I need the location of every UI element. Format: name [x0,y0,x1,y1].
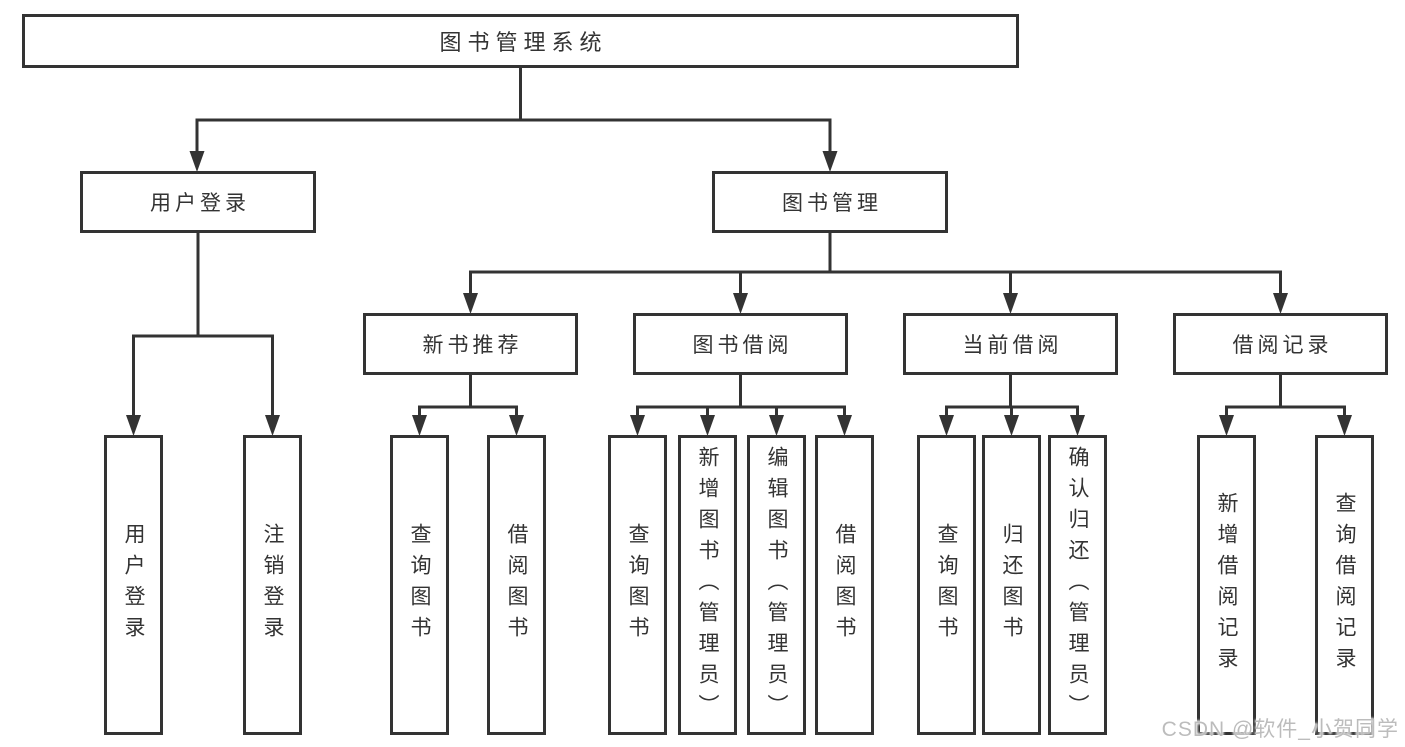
leaf-label: 借阅图书 [833,523,856,647]
leaf-recommend-query-books: 查询图书 [390,435,449,735]
node-book-borrowing: 图书借阅 [633,313,848,375]
leaf-label: 查询图书 [935,523,958,647]
node-label: 图书管理系统 [439,30,608,55]
leaf-borrowing-edit-books-admin: 编辑图书（管理员） [747,435,806,735]
node-current-borrowing: 当前借阅 [903,313,1118,375]
leaf-label: 编辑图书（管理员） [765,445,788,725]
leaf-logout: 注销登录 [243,435,302,735]
leaf-user-login: 用户登录 [104,435,163,735]
node-user-login: 用户登录 [80,171,316,233]
leaf-records-query-record: 查询借阅记录 [1315,435,1374,735]
leaf-current-return-books: 归还图书 [982,435,1041,735]
leaf-recommend-borrow-books: 借阅图书 [487,435,546,735]
leaf-label: 新增图书（管理员） [696,445,719,725]
leaf-label: 查询图书 [408,523,431,647]
leaf-label: 注销登录 [261,523,284,647]
node-label: 新书推荐 [422,334,523,357]
node-book-management-system: 图书管理系统 [22,14,1019,68]
node-borrowing-records: 借阅记录 [1173,313,1388,375]
leaf-current-confirm-return-admin: 确认归还（管理员） [1048,435,1107,735]
node-label: 图书借阅 [692,334,793,357]
leaf-label: 查询图书 [626,523,649,647]
leaf-records-add-record: 新增借阅记录 [1197,435,1256,735]
node-label: 图书管理 [782,192,882,215]
leaf-label: 归还图书 [1000,523,1023,647]
node-label: 用户登录 [150,192,250,215]
node-new-book-recommend: 新书推荐 [363,313,578,375]
leaf-label: 确认归还（管理员） [1066,445,1089,725]
arrowheads [126,151,1352,436]
leaf-label: 新增借阅记录 [1215,492,1238,678]
leaf-borrowing-borrow-books: 借阅图书 [815,435,874,735]
leaf-label: 用户登录 [122,523,145,647]
node-book-management: 图书管理 [712,171,948,233]
node-label: 当前借阅 [962,334,1063,357]
csdn-watermark: CSDN @软件_小贺同学 [1161,718,1399,741]
leaf-borrowing-add-books-admin: 新增图书（管理员） [678,435,737,735]
leaf-borrowing-query-books: 查询图书 [608,435,667,735]
node-label: 借阅记录 [1232,334,1333,357]
leaf-current-query-books: 查询图书 [917,435,976,735]
leaf-label: 查询借阅记录 [1333,492,1356,678]
leaf-label: 借阅图书 [505,523,528,647]
